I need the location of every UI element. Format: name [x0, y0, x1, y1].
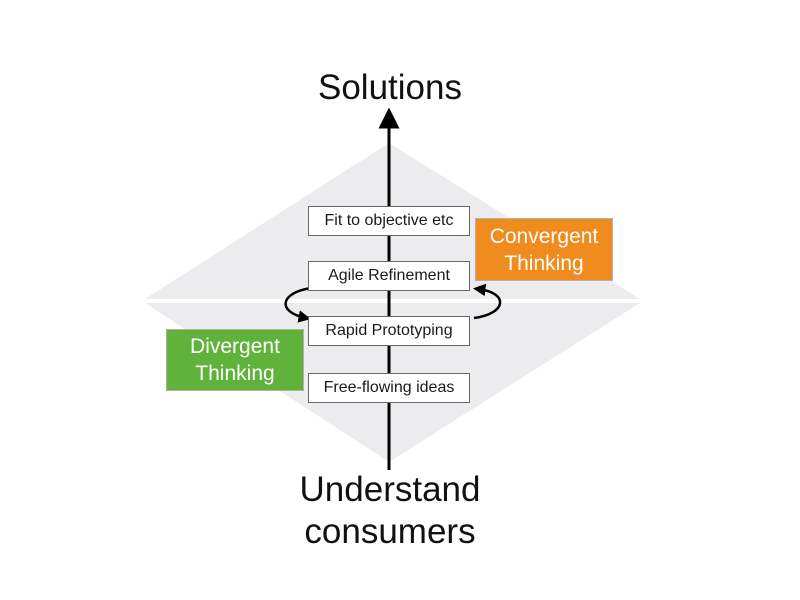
- step-box-agile-refinement: Agile Refinement: [308, 261, 470, 291]
- step-box-fit-to-objective: Fit to objective etc: [308, 206, 470, 236]
- convergent-line2: Thinking: [504, 251, 584, 275]
- convergent-thinking-box: Convergent Thinking: [475, 218, 613, 281]
- cycle-arrow-right: [473, 283, 502, 320]
- step-box-rapid-prototyping: Rapid Prototyping: [308, 316, 470, 346]
- cycle-arrow-left: [284, 286, 313, 323]
- divergent-thinking-box: Divergent Thinking: [166, 329, 304, 391]
- step-box-free-flowing-ideas: Free-flowing ideas: [308, 373, 470, 403]
- convergent-line1: Convergent: [489, 224, 599, 248]
- understand-label: Understand: [299, 470, 481, 509]
- consumers-label: consumers: [304, 512, 476, 551]
- divergent-line1: Divergent: [190, 335, 280, 358]
- solutions-label: Solutions: [318, 68, 462, 107]
- divergent-line2: Thinking: [195, 362, 275, 385]
